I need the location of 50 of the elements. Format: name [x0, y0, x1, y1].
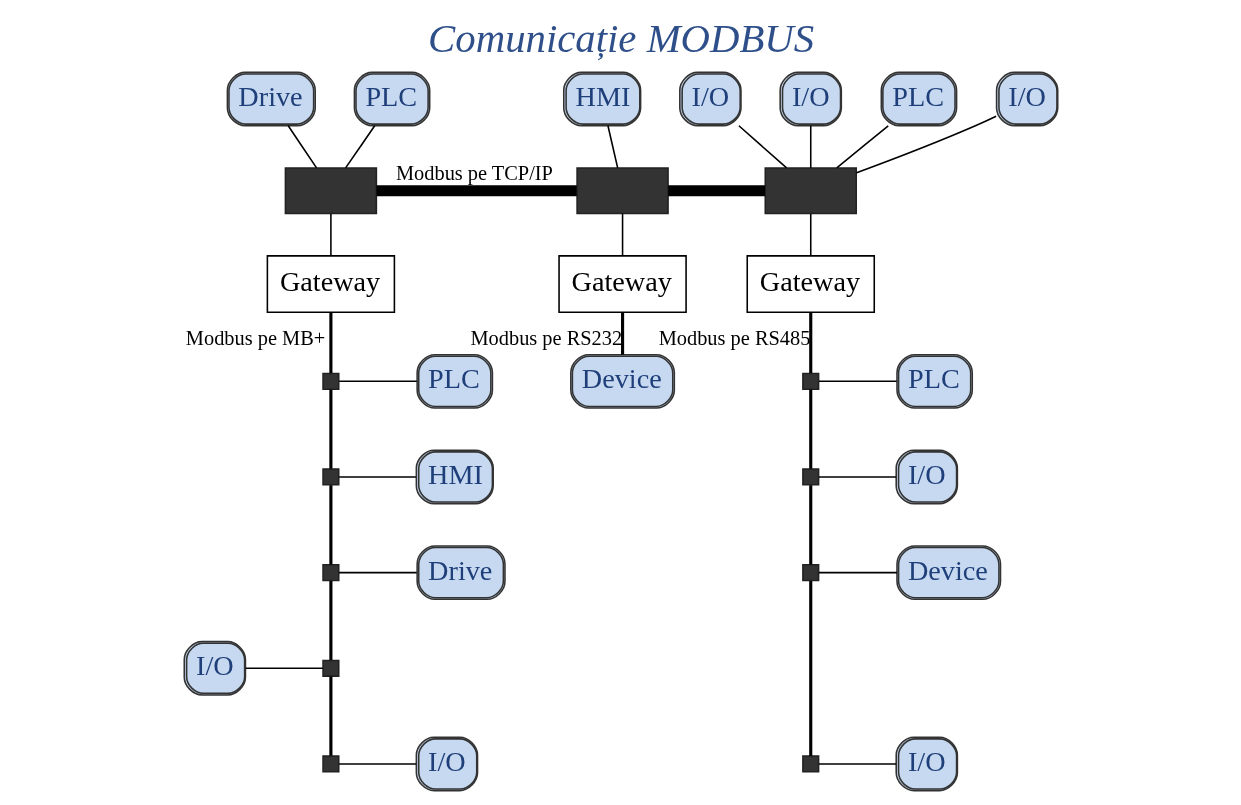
node-box: Gateway — [266, 255, 395, 314]
connector — [809, 125, 812, 169]
edge-label: Modbus pe MB+ — [185, 326, 325, 349]
node-box — [321, 372, 339, 390]
node-box — [801, 372, 819, 390]
connector — [337, 571, 417, 574]
connector — [817, 380, 897, 383]
connector — [817, 571, 898, 574]
connector — [606, 125, 618, 169]
connector — [328, 389, 332, 469]
connector — [337, 380, 418, 383]
node-box — [801, 468, 819, 486]
connector — [835, 125, 889, 169]
node-box: Gateway — [557, 255, 687, 314]
node-box — [321, 564, 339, 582]
connector — [737, 125, 787, 169]
connector — [344, 125, 375, 169]
connector — [328, 312, 332, 374]
connector — [855, 115, 997, 174]
connector — [817, 763, 897, 765]
diagram-title: Comunicație MODBUS — [427, 15, 814, 61]
connector — [817, 476, 897, 478]
connector — [337, 476, 417, 478]
connector — [328, 676, 332, 756]
node-box — [321, 755, 339, 773]
connector — [329, 212, 332, 257]
connector — [337, 763, 417, 765]
edge-label: Modbus pe RS232 — [469, 326, 622, 349]
node-box — [575, 167, 669, 215]
node-box — [321, 659, 339, 677]
connector — [808, 580, 812, 756]
connector — [328, 485, 332, 565]
node-box — [764, 167, 857, 215]
connector — [620, 312, 624, 355]
connector — [809, 212, 812, 257]
connector — [808, 389, 812, 469]
connector — [328, 580, 332, 661]
node-box — [801, 755, 819, 773]
connector — [667, 185, 765, 197]
node-box — [284, 167, 377, 215]
connector — [808, 312, 812, 374]
edge-label: Modbus pe TCP/IP — [395, 162, 553, 185]
node-box: Gateway — [745, 255, 875, 314]
connector — [286, 125, 317, 169]
connector — [375, 185, 577, 197]
node-box — [801, 564, 819, 582]
connector — [808, 485, 812, 565]
connector — [244, 667, 324, 670]
connector — [621, 212, 623, 257]
node-box — [321, 468, 339, 486]
